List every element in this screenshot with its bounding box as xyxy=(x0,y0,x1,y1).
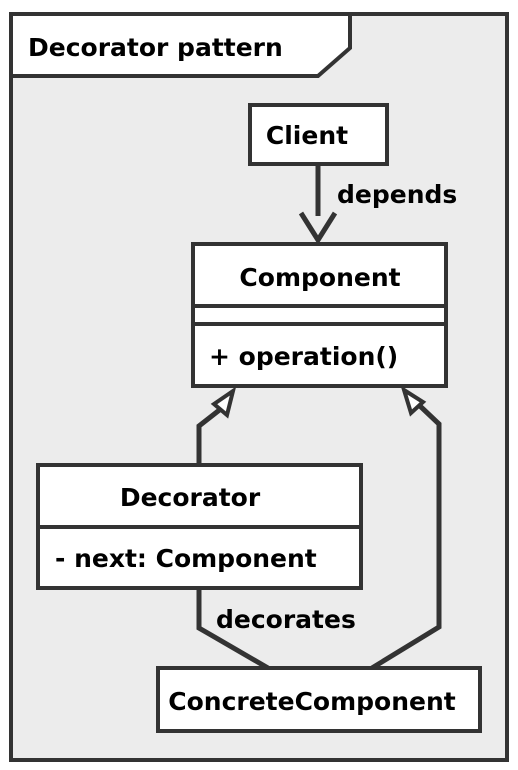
component-class-box xyxy=(191,242,448,388)
decorator-generalization-arrowhead xyxy=(210,386,237,419)
decorates-label: decorates xyxy=(216,605,356,634)
concrete-class-box xyxy=(156,666,482,733)
concrete-generalization-line xyxy=(370,404,442,671)
concrete-class-name: ConcreteComponent xyxy=(168,687,456,716)
component-class-name: Component xyxy=(239,263,400,292)
depends-label: depends xyxy=(337,180,457,209)
concrete-generalization-arrowhead xyxy=(400,385,427,417)
client-class-name: Client xyxy=(266,121,348,150)
decorator-generalization-line xyxy=(196,406,224,465)
decorator-class-name: Decorator xyxy=(120,483,261,512)
frame-title: Decorator pattern xyxy=(28,33,283,62)
frame-title-tab xyxy=(9,12,352,78)
depends-arrowhead xyxy=(298,211,338,245)
decorates-line xyxy=(196,588,270,671)
decorator-attribute: - next: Component xyxy=(55,544,317,573)
client-class-box xyxy=(248,103,389,166)
component-operation: + operation() xyxy=(209,342,398,371)
